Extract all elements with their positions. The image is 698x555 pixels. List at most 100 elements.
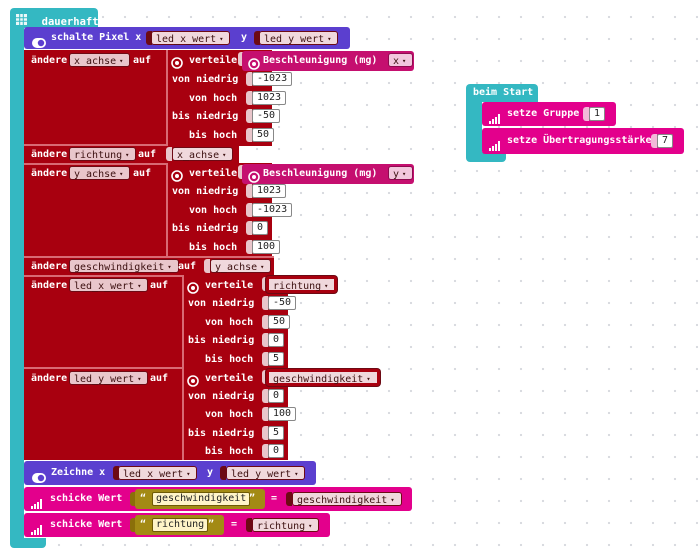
map3-to-low-label: bis niedrig <box>188 335 255 346</box>
map3-from-low-label: von niedrig <box>188 298 255 309</box>
map4-to-low-label: bis niedrig <box>188 428 255 439</box>
map3-source-dropdown[interactable]: richtung▾ <box>266 276 338 293</box>
block-divider <box>24 256 274 258</box>
send2-name-input[interactable]: richtung <box>152 518 209 532</box>
map3-from-low-input[interactable]: -50 <box>268 296 297 310</box>
map2-to-high-input[interactable]: 100 <box>252 240 281 254</box>
set1-label: ändere <box>31 55 68 66</box>
forever-header: dauerhaft <box>16 10 99 29</box>
map2-to-low-label: bis niedrig <box>172 223 239 234</box>
plot-x-dropdown[interactable]: led_x_wert▾ <box>151 31 231 45</box>
set5-var-dropdown[interactable]: led_x_wert▾ <box>69 278 149 292</box>
close-quote-icon: ” <box>208 519 215 530</box>
accel-y-label: Beschleunigung (mg) <box>263 168 378 179</box>
plot-y-dropdown[interactable]: led_y_wert▾ <box>259 31 339 45</box>
forever-block-bottom[interactable] <box>10 538 46 548</box>
map1-to-high-input[interactable]: 50 <box>252 128 275 142</box>
map2-from-low-label: von niedrig <box>172 186 239 197</box>
set3-auf-label: auf <box>133 168 152 179</box>
map2-target-icon <box>171 167 183 186</box>
forever-block-arm[interactable] <box>10 24 24 542</box>
map4-to-high-input[interactable]: 0 <box>268 444 285 458</box>
set4-var-dropdown[interactable]: geschwindigkeit▾ <box>69 259 179 273</box>
map4-from-high-input[interactable]: 100 <box>268 407 297 421</box>
on-start-block[interactable] <box>466 84 538 102</box>
on-start-arm[interactable] <box>466 100 482 158</box>
map2-to-high-label: bis hoch <box>189 242 238 253</box>
map1-from-low-input[interactable]: -1023 <box>252 72 293 86</box>
map2-from-high-label: von hoch <box>189 205 238 216</box>
set6-var-dropdown[interactable]: led_y_wert▾ <box>69 371 149 385</box>
accel-y-axis-dropdown[interactable]: y▾ <box>388 166 414 180</box>
signal-bars-icon <box>31 494 43 513</box>
map4-to-high-label: bis hoch <box>205 446 254 457</box>
map1-target-icon <box>171 54 183 73</box>
block-divider <box>24 367 182 369</box>
send2-var-dropdown[interactable]: richtung▾ <box>252 518 320 532</box>
send1-var-dropdown[interactable]: geschwindigkeit▾ <box>292 492 402 506</box>
set6-auf-label: auf <box>150 373 169 384</box>
forever-block[interactable] <box>10 8 98 28</box>
map2-to-low-input[interactable]: 0 <box>252 221 269 235</box>
set5-auf-label: auf <box>150 280 169 291</box>
open-quote-icon: “ <box>140 519 147 530</box>
led-toggle-icon <box>32 33 46 52</box>
grid-icon <box>16 10 27 29</box>
forever-title: dauerhaft <box>41 16 99 28</box>
map4-from-low-input[interactable]: 0 <box>268 389 285 403</box>
signal-bars-icon <box>489 136 501 155</box>
map1-to-low-label: bis niedrig <box>172 111 239 122</box>
map1-from-high-input[interactable]: 1023 <box>252 91 287 105</box>
map3-label: verteile <box>205 280 254 291</box>
map1-to-high-label: bis hoch <box>189 130 238 141</box>
signal-bars-icon <box>31 520 43 539</box>
set2-value-dropdown[interactable]: x_achse▾ <box>172 147 234 161</box>
map4-from-low-label: von niedrig <box>188 391 255 402</box>
draw-y-dropdown[interactable]: led_y_wert▾ <box>226 466 306 480</box>
send2-eq: = <box>231 519 238 530</box>
draw-label: Zeichne x <box>51 467 106 478</box>
power-value-input[interactable]: 7 <box>657 134 674 148</box>
map3-to-high-input[interactable]: 5 <box>268 352 285 366</box>
close-quote-icon: ” <box>249 493 256 504</box>
set-power-label: setze Übertragungsstärke <box>507 135 652 146</box>
set2-var-dropdown[interactable]: richtung▾ <box>69 147 137 161</box>
set-power-block[interactable] <box>482 128 684 154</box>
set4-value-dropdown[interactable]: y_achse▾ <box>210 259 272 273</box>
map2-from-low-input[interactable]: 1023 <box>252 184 287 198</box>
set3-var-dropdown[interactable]: y_achse▾ <box>69 166 131 180</box>
map1-to-low-input[interactable]: -50 <box>252 109 281 123</box>
draw-x-dropdown[interactable]: led_x_wert▾ <box>118 466 198 480</box>
map4-source-dropdown[interactable]: geschwindigkeit▾ <box>266 369 380 386</box>
plot-label: schalte Pixel x <box>51 32 142 43</box>
map3-target-icon <box>187 279 199 298</box>
draw-toggle-icon <box>32 468 46 487</box>
accel-y-block[interactable] <box>242 164 414 184</box>
map3-to-high-label: bis hoch <box>205 354 254 365</box>
block-divider <box>24 163 166 165</box>
set4-auf-label: auf <box>178 261 197 272</box>
map1-label: verteile <box>189 55 238 66</box>
map3-from-high-input[interactable]: 50 <box>268 315 291 329</box>
map3-to-low-input[interactable]: 0 <box>268 333 285 347</box>
map2-label: verteile <box>189 168 238 179</box>
block-divider <box>24 275 182 277</box>
signal-bars-icon <box>489 109 501 128</box>
send1-name-input[interactable]: geschwindigkeit <box>152 492 251 506</box>
accel-x-axis-dropdown[interactable]: x▾ <box>388 53 414 67</box>
set1-var-dropdown[interactable]: x_achse▾ <box>69 53 131 67</box>
group-value-input[interactable]: 1 <box>589 107 606 121</box>
map4-target-icon <box>187 372 199 391</box>
set5-label: ändere <box>31 280 68 291</box>
map2-from-high-input[interactable]: -1023 <box>252 203 293 217</box>
send2-label: schicke Wert <box>50 519 123 530</box>
map1-from-low-label: von niedrig <box>172 74 239 85</box>
accel-x-target-icon <box>248 55 260 74</box>
set2-auf-label: auf <box>138 149 157 160</box>
on-start-bottom[interactable] <box>466 152 506 162</box>
map1-from-high-label: von hoch <box>189 93 238 104</box>
map4-to-low-input[interactable]: 5 <box>268 426 285 440</box>
accel-x-block[interactable] <box>242 51 414 71</box>
block-divider <box>24 144 239 146</box>
set2-label: ändere <box>31 149 68 160</box>
